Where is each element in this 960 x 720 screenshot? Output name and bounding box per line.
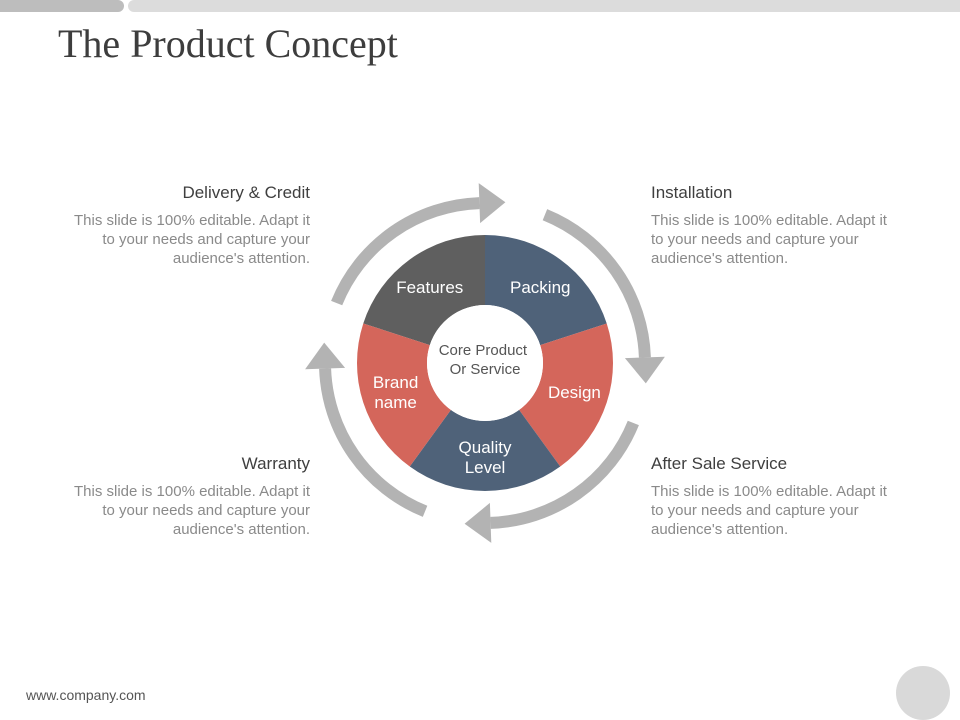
segment-quality-level bbox=[409, 409, 561, 491]
block-heading: Delivery & Credit bbox=[182, 183, 310, 202]
cycle-arrow-head-1 bbox=[478, 183, 506, 224]
block-text: This slide is 100% editable. Adapt it to… bbox=[74, 483, 310, 538]
corner-decoration-circle bbox=[896, 666, 950, 720]
top-bar-left bbox=[0, 0, 124, 12]
center-circle bbox=[427, 305, 543, 421]
block-heading: Installation bbox=[651, 183, 733, 202]
segment-brand-name bbox=[357, 323, 451, 467]
block-heading: After Sale Service bbox=[651, 454, 788, 473]
block-heading: Warranty bbox=[241, 454, 310, 473]
cycle-arrows bbox=[305, 183, 665, 543]
segment-packing bbox=[485, 235, 607, 346]
segment-label-line: Level bbox=[465, 458, 506, 477]
segment-label-line: Packing bbox=[510, 278, 570, 297]
block-text: This slide is 100% editable. Adapt it to… bbox=[651, 483, 887, 538]
text-block-warranty: Warranty This slide is 100% editable. Ad… bbox=[60, 454, 310, 539]
segment-features bbox=[363, 235, 485, 346]
segment-label-features: Features bbox=[396, 278, 463, 297]
top-bar-right bbox=[128, 0, 960, 12]
segment-label-packing: Packing bbox=[510, 278, 570, 297]
cycle-arrow-shaft-3 bbox=[490, 420, 639, 529]
segment-label-line: Features bbox=[396, 278, 463, 297]
cycle-arrow-head-2 bbox=[624, 356, 665, 384]
segment-label-line: Quality bbox=[459, 438, 512, 457]
text-block-after-sale-service: After Sale Service This slide is 100% ed… bbox=[651, 454, 901, 539]
center-label-line-2: Or Service bbox=[450, 361, 521, 378]
cycle-arrow-head-4 bbox=[305, 342, 346, 370]
cycle-arrow-shaft-2 bbox=[542, 209, 651, 358]
slide-title: The Product Concept bbox=[58, 21, 398, 66]
footer-website: www.company.com bbox=[26, 687, 146, 703]
cycle-arrow-head-3 bbox=[464, 502, 492, 543]
cycle-arrow-shaft-4 bbox=[319, 368, 428, 517]
center-label: Core Product Or Service bbox=[439, 342, 532, 378]
center-label-line-1: Core Product bbox=[439, 342, 528, 359]
block-text: This slide is 100% editable. Adapt it to… bbox=[74, 212, 310, 267]
text-block-installation: Installation This slide is 100% editable… bbox=[651, 183, 901, 268]
segment-label-line: name bbox=[374, 393, 417, 412]
segment-label-design: Design bbox=[548, 383, 601, 402]
segment-design bbox=[519, 323, 613, 467]
text-block-delivery-credit: Delivery & Credit This slide is 100% edi… bbox=[60, 183, 310, 268]
segment-label-line: Brand bbox=[373, 373, 418, 392]
segment-label-line: Design bbox=[548, 383, 601, 402]
block-text: This slide is 100% editable. Adapt it to… bbox=[651, 212, 887, 267]
cycle-arrow-shaft-1 bbox=[331, 197, 480, 306]
